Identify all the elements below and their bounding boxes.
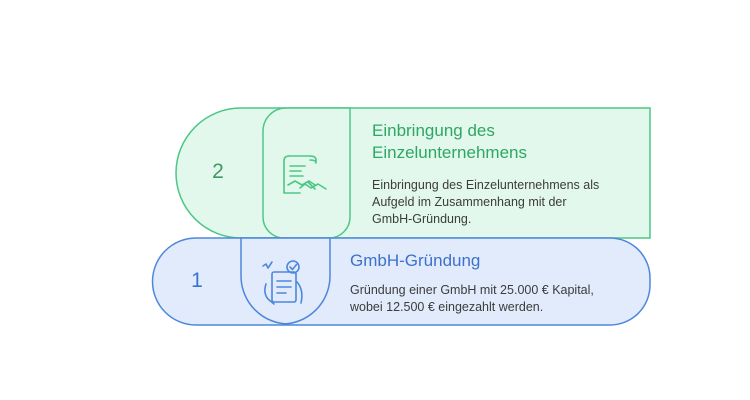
step-1-number: 1 — [191, 269, 203, 292]
step-2-description: Einbringung des Einzelunternehmens als A… — [372, 177, 642, 228]
step-2-description-line: Aufgeld im Zusammenhang mit der — [372, 195, 567, 209]
step-2-description-line: GmbH-Gründung. — [372, 212, 472, 226]
step-2-title-line: Einzelunternehmens — [372, 143, 527, 162]
step-2-title: Einbringung des Einzelunternehmens — [372, 120, 632, 164]
step-2-icon-tab — [262, 107, 351, 239]
step-1-description-line: wobei 12.500 € eingezahlt werden. — [350, 300, 544, 314]
checklist-hand-icon — [262, 260, 303, 305]
step-1-description: Gründung einer GmbH mit 25.000 € Kapital… — [350, 282, 640, 316]
step-2-description-line: Einbringung des Einzelunternehmens als — [372, 178, 600, 192]
step-1-description-line: Gründung einer GmbH mit 25.000 € Kapital… — [350, 283, 594, 297]
step-1-title: GmbH-Gründung — [350, 251, 481, 270]
step-1-panel — [151, 237, 651, 326]
step-2-panel — [175, 107, 651, 239]
step-2-title-line: Einbringung des — [372, 121, 495, 140]
step-2-number: 2 — [212, 160, 224, 183]
contract-handshake-icon — [283, 155, 327, 194]
